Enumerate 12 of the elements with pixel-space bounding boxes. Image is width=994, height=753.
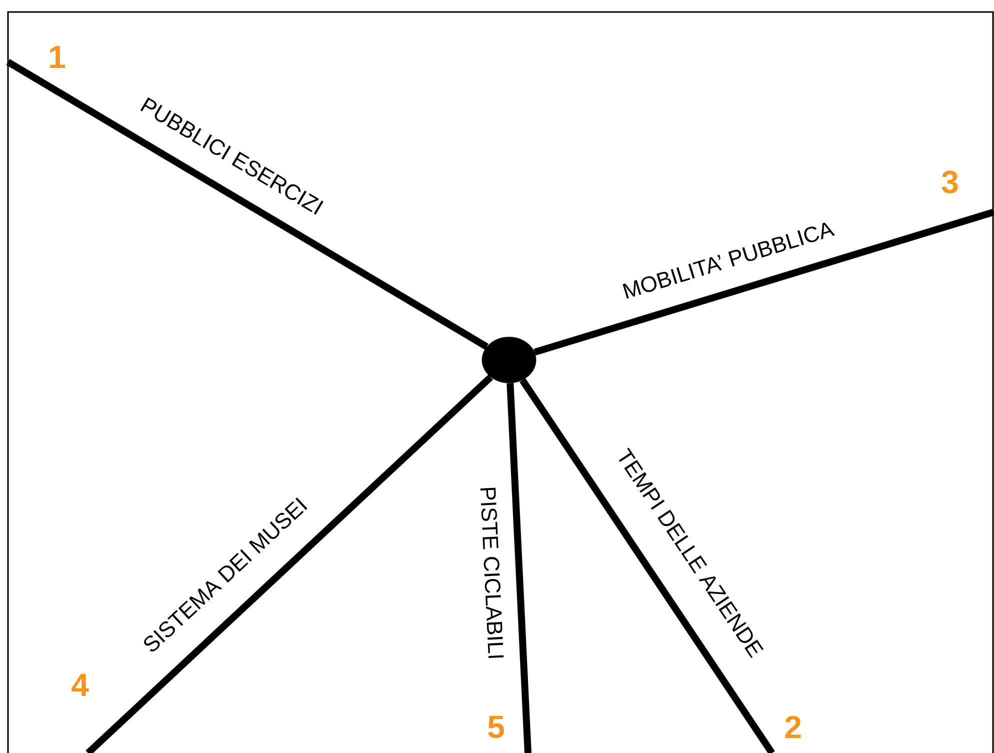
line	[6, 59, 488, 350]
hub-circle	[482, 336, 536, 384]
branch-number: 2	[785, 716, 801, 738]
line	[534, 208, 994, 356]
branch-number: 3	[942, 170, 958, 194]
branch-number: 4	[72, 674, 89, 696]
line	[86, 374, 494, 753]
branch-number: 5	[488, 716, 504, 738]
line	[506, 383, 532, 753]
edge-label: PISTE CICLABILI	[478, 484, 506, 662]
branch-number: 1	[50, 46, 65, 68]
line	[520, 378, 775, 753]
